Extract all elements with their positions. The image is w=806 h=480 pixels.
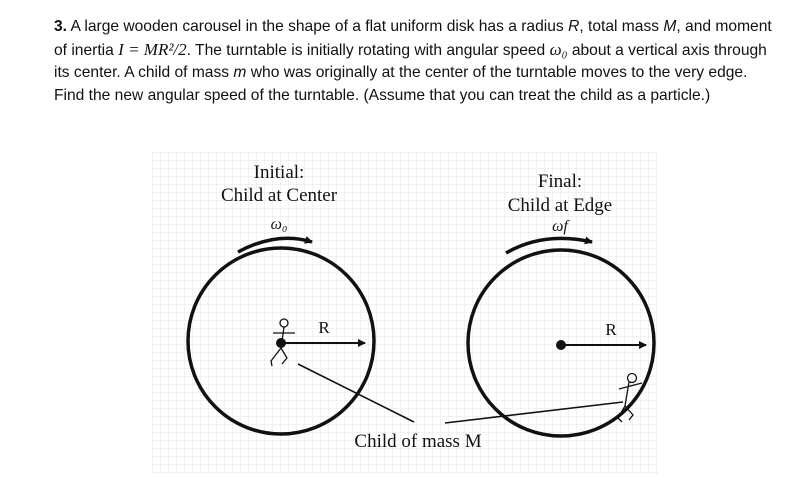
rotation-arrow-initial: [237, 236, 313, 254]
problem-number: 3.: [54, 18, 68, 35]
omega-initial-label: ω₀: [271, 216, 288, 233]
child-figure-center: [270, 318, 295, 367]
radius-label-final: R: [605, 320, 617, 339]
omega-zero: ω₀: [549, 39, 568, 59]
problem-text-3: , and moment of inertia: [54, 18, 772, 59]
carousel-figure: Initial: Child at Center ω₀ R Final: Chi…: [152, 152, 658, 474]
pointer-line-final: [444, 401, 624, 424]
inertia-formula: I = MR²/2: [118, 39, 187, 59]
initial-label-line1: Initial:: [254, 162, 305, 183]
carousel-diagram: Initial: Child at Center ω₀ R Final: Chi…: [152, 152, 658, 474]
problem-text-2: , total mass: [579, 18, 664, 35]
center-dot-final: [556, 340, 566, 350]
final-label-line1: Final:: [538, 171, 582, 192]
disk-initial: [186, 246, 376, 436]
var-mass: M: [663, 18, 677, 35]
var-r: R: [568, 18, 580, 35]
problem-text-1: A large wooden carousel in the shape of …: [67, 18, 569, 35]
final-label-line2: Child at Edge: [508, 195, 612, 216]
var-child-mass: m: [233, 64, 247, 82]
child-of-mass-label: Child of mass M: [354, 431, 481, 452]
rotation-arrow-final: [505, 236, 593, 255]
disk-final: [466, 248, 656, 438]
problem-text-6: who was originally at the center of the …: [54, 64, 748, 104]
center-dot-initial: [276, 338, 286, 348]
grid-background: [152, 152, 658, 474]
problem-statement: 3. A large wooden carousel in the shape …: [54, 16, 774, 107]
radius-label-initial: R: [318, 318, 330, 337]
problem-text-4: . The turntable is initially rotating wi…: [186, 41, 550, 59]
problem-text-5: about a vertical axis through its center…: [54, 41, 767, 82]
initial-label-line2: Child at Center: [221, 185, 338, 206]
pointer-line-initial: [297, 363, 415, 423]
child-figure-edge: [617, 372, 643, 423]
omega-final-label: ωf: [552, 218, 570, 235]
